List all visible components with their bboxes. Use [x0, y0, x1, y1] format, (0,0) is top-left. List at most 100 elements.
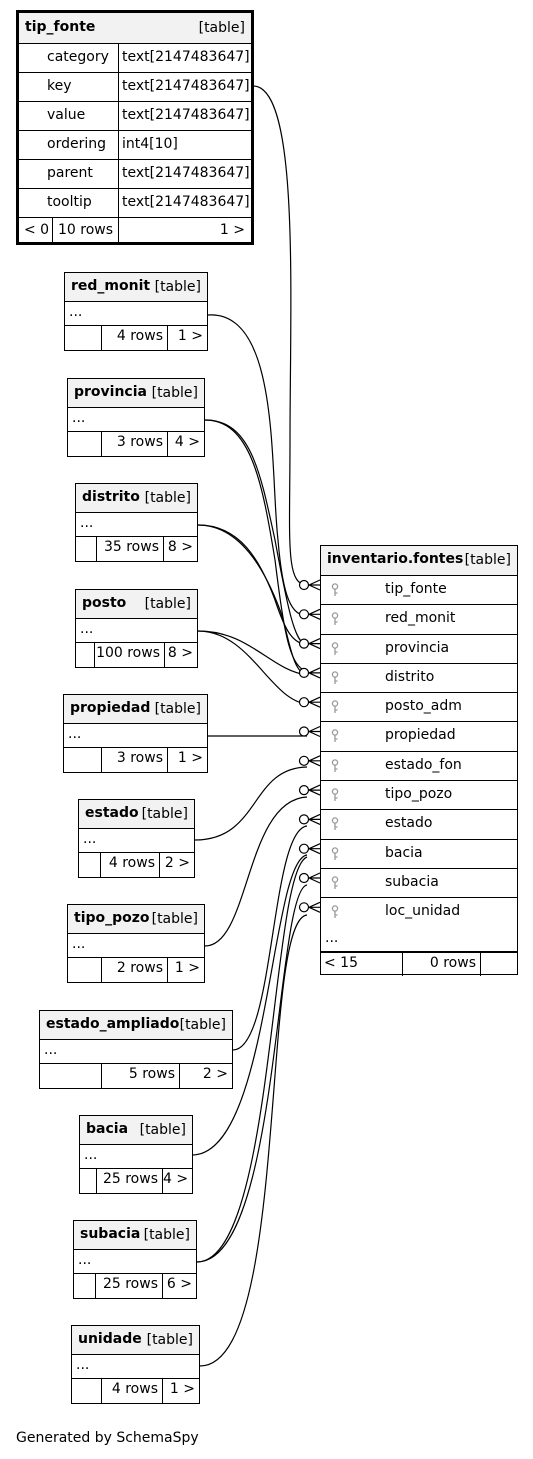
- table-type: [table]: [144, 596, 191, 612]
- foreign-key-icon: [331, 817, 339, 831]
- relationship-marker: [298, 667, 321, 679]
- column-type: text[2147483647]: [118, 102, 251, 130]
- column-name: red_monit: [385, 610, 456, 627]
- table-tipo_pozo[interactable]: tipo_pozo [table] ... 2 rows 1 >: [67, 904, 205, 983]
- table-name: unidade: [78, 1331, 142, 1347]
- column-name: estado_fon: [385, 756, 462, 773]
- ellipsis-row: ...: [65, 302, 207, 326]
- table-name: tipo_pozo: [74, 910, 150, 926]
- column-name: ordering: [47, 136, 106, 152]
- table-header: bacia [table]: [80, 1116, 192, 1145]
- relationship-marker: [298, 608, 321, 620]
- relationship-marker: [298, 725, 321, 738]
- table-bacia[interactable]: bacia [table] ... 25 rows 4 >: [79, 1115, 193, 1194]
- table-header: inventario.fontes [table]: [321, 546, 517, 576]
- ellipsis: ...: [72, 936, 86, 952]
- table-header: red_monit [table]: [65, 273, 207, 302]
- table-footer: 3 rows 1 >: [64, 748, 207, 772]
- column-row: parent text[2147483647]: [19, 160, 251, 189]
- table-type: [table]: [146, 1332, 193, 1348]
- column-row: loc_unidad: [321, 898, 517, 927]
- table-subacia[interactable]: subacia [table] ... 25 rows 6 >: [73, 1220, 197, 1299]
- table-header: distrito [table]: [76, 484, 197, 513]
- column-row: estado: [321, 810, 517, 840]
- edge-tip_fonte-to-tip_fonte: [252, 85, 308, 586]
- table-type: [table]: [143, 1227, 190, 1243]
- column-row: tooltip text[2147483647]: [19, 189, 251, 218]
- row-count: 0 rows: [402, 952, 480, 976]
- table-footer: 2 rows 1 >: [68, 958, 204, 982]
- row-count: 2 rows: [101, 958, 167, 982]
- row-count: 10 rows: [52, 218, 118, 244]
- edge-posto-to-posto_adm: [197, 630, 308, 705]
- ellipsis-row: ...: [64, 724, 207, 748]
- table-propiedad[interactable]: propiedad [table] ... 3 rows 1 >: [63, 694, 208, 773]
- ellipsis: ...: [83, 831, 97, 847]
- column-row: distrito: [321, 664, 517, 694]
- table-name: provincia: [74, 384, 147, 400]
- edge-estado-to-estado_fon: [194, 766, 308, 841]
- ellipsis-row: ...: [321, 928, 517, 952]
- ellipsis-row: ...: [74, 1250, 196, 1274]
- table-estado_ampliado[interactable]: estado_ampliado [table] ... 5 rows 2 >: [39, 1010, 233, 1089]
- column-type: text[2147483647]: [118, 160, 251, 188]
- foreign-key-icon: [331, 876, 339, 889]
- table-type: [table]: [151, 911, 198, 927]
- table-provincia[interactable]: provincia [table] ... 3 rows 4 >: [67, 378, 205, 457]
- generated-by-label: Generated by SchemaSpy: [16, 1430, 199, 1446]
- table-unidade[interactable]: unidade [table] ... 4 rows 1 >: [71, 1325, 200, 1404]
- column-name: loc_unidad: [385, 903, 461, 920]
- ellipsis: ...: [84, 1147, 98, 1163]
- foreign-key-icon: [331, 671, 339, 684]
- table-footer: 4 rows 2 >: [79, 853, 194, 877]
- relationship-marker: [298, 872, 321, 884]
- relationship-marker: [298, 638, 321, 650]
- table-footer: 25 rows 4 >: [80, 1169, 192, 1193]
- table-name: estado: [85, 805, 139, 821]
- children-count: 2 >: [179, 1064, 232, 1088]
- column-row: bacia: [321, 840, 517, 869]
- row-count: 25 rows: [96, 1169, 162, 1193]
- children-count: 1 >: [162, 1379, 199, 1403]
- table-name: distrito: [82, 489, 140, 505]
- foreign-key-icon: [331, 612, 339, 626]
- table-footer: < 15 0 rows: [321, 951, 517, 976]
- children-count: [480, 952, 517, 976]
- table-red_monit[interactable]: red_monit [table] ... 4 rows 1 >: [64, 272, 208, 351]
- table-footer: 5 rows 2 >: [40, 1064, 232, 1088]
- children-count: 1 >: [167, 748, 207, 772]
- ellipsis: ...: [80, 515, 94, 531]
- relationship-marker: [298, 696, 321, 708]
- column-type: text[2147483647]: [118, 73, 251, 101]
- edge-unidade-to-loc_unidad: [199, 914, 308, 1367]
- table-header: propiedad [table]: [64, 695, 207, 724]
- table-header: posto [table]: [76, 590, 197, 619]
- table-tip_fonte[interactable]: tip_fonte [table] category text[21474836…: [16, 10, 254, 245]
- table-posto[interactable]: posto [table] ... 100 rows 8 >: [75, 589, 198, 668]
- column-name: tooltip: [47, 194, 92, 210]
- relationship-marker: [298, 843, 321, 855]
- row-count: 100 rows: [94, 643, 164, 667]
- table-estado[interactable]: estado [table] ... 4 rows 2 >: [78, 799, 195, 878]
- ellipsis: ...: [69, 304, 83, 320]
- column-row: ordering int4[10]: [19, 131, 251, 160]
- children-count: 1 >: [118, 218, 251, 244]
- table-distrito[interactable]: distrito [table] ... 35 rows 8 >: [75, 483, 198, 562]
- children-count: 6 >: [162, 1274, 196, 1298]
- row-count: 3 rows: [101, 748, 167, 772]
- table-footer: 4 rows 1 >: [65, 326, 207, 350]
- row-count: 35 rows: [96, 537, 163, 561]
- children-count: 4 >: [167, 432, 204, 456]
- ellipsis-row: ...: [68, 934, 204, 958]
- column-name: provincia: [385, 639, 450, 656]
- column-name: posto_adm: [385, 698, 462, 715]
- column-row: subacia: [321, 869, 517, 899]
- children-count: 1 >: [167, 326, 207, 350]
- row-count: 25 rows: [95, 1274, 162, 1298]
- relationship-markers: [298, 579, 321, 913]
- column-row: red_monit: [321, 605, 517, 635]
- edge-bacia-to-bacia: [191, 854, 308, 1156]
- column-name: parent: [47, 165, 93, 181]
- foreign-key-icon: [331, 846, 339, 860]
